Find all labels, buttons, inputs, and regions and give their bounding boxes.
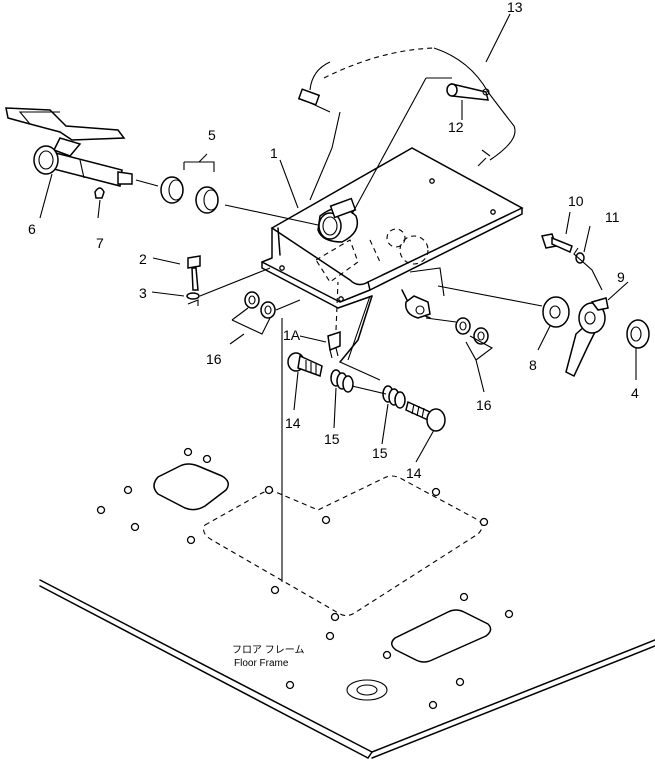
floor-frame-label-en: Floor Frame	[234, 658, 289, 669]
callout-7: 7	[96, 235, 104, 251]
lower-bracket	[339, 289, 431, 363]
nuts-left	[229, 291, 301, 345]
bolt-and-washer	[186, 255, 201, 306]
plate-socket	[317, 197, 359, 243]
bushings	[160, 176, 219, 214]
callout-14-right: 14	[406, 465, 422, 481]
nut-4	[626, 319, 650, 349]
callout-4: 4	[631, 385, 639, 401]
callout-9: 9	[617, 269, 625, 285]
lever-assembly	[5, 107, 133, 187]
cotter-pin	[94, 187, 105, 199]
callouts: 1 1A 2 3 4 5 6 7 8 9 10 11 12 13 14 14 1…	[28, 0, 639, 481]
callout-11: 11	[605, 209, 620, 225]
bolt-10	[541, 233, 573, 254]
callout-12: 12	[448, 119, 464, 135]
callout-16-right: 16	[476, 397, 492, 413]
callout-8: 8	[529, 357, 537, 373]
callout-13: 13	[507, 0, 523, 15]
callout-14-left: 14	[285, 415, 301, 431]
callout-3: 3	[139, 285, 147, 301]
callout-16-left: 16	[206, 351, 222, 367]
callout-6: 6	[28, 221, 36, 237]
callout-1a: 1A	[283, 327, 301, 343]
callout-15-right: 15	[372, 445, 388, 461]
nuts-right	[409, 267, 494, 393]
washer-8	[542, 296, 570, 328]
drain-ring-outer	[346, 679, 388, 701]
mounting-plate	[261, 147, 524, 309]
callout-2: 2	[139, 251, 147, 267]
chain-and-cable	[297, 47, 516, 201]
floor-frame-label-jp: フロア フレーム	[232, 644, 304, 656]
bolts-and-springs	[287, 295, 446, 432]
callout-15-left: 15	[324, 431, 340, 447]
knob-9	[565, 297, 609, 378]
switch-1a	[327, 281, 341, 359]
lock-pin	[446, 83, 490, 101]
floor-frame	[39, 447, 655, 759]
callout-1: 1	[270, 145, 278, 161]
drain-ring-inner	[356, 684, 378, 696]
floor-holes	[96, 447, 514, 710]
callout-5: 5	[208, 127, 216, 143]
callout-10: 10	[568, 193, 584, 209]
